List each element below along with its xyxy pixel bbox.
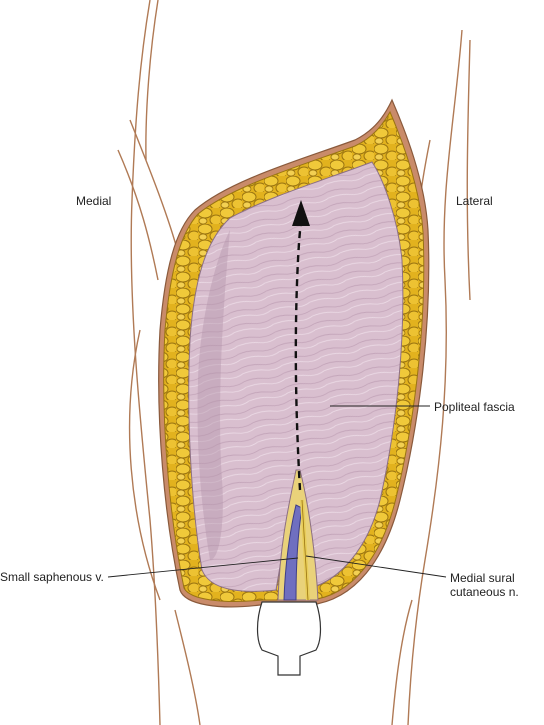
label-medial-sural-cutaneous-nerve: Medial sural cutaneous n. bbox=[450, 571, 519, 599]
leader-lines bbox=[107, 405, 447, 578]
label-medial-sural-line1: Medial sural bbox=[450, 571, 515, 585]
incision-arrow-line bbox=[294, 221, 303, 491]
nerve-outline bbox=[301, 499, 309, 601]
fascia-shading bbox=[197, 230, 230, 560]
label-medial-sural-line2: cutaneous n. bbox=[450, 585, 519, 599]
small-saphenous-vein bbox=[283, 504, 303, 601]
label-popliteal-fascia: Popliteal fascia bbox=[434, 400, 515, 414]
incision-arrowhead bbox=[292, 200, 310, 226]
retractor bbox=[256, 601, 322, 676]
leg-contour-lines bbox=[117, 0, 471, 725]
label-small-saphenous-vein: Small saphenous v. bbox=[0, 570, 104, 584]
label-lateral: Lateral bbox=[456, 194, 493, 208]
label-medial: Medial bbox=[76, 194, 112, 208]
